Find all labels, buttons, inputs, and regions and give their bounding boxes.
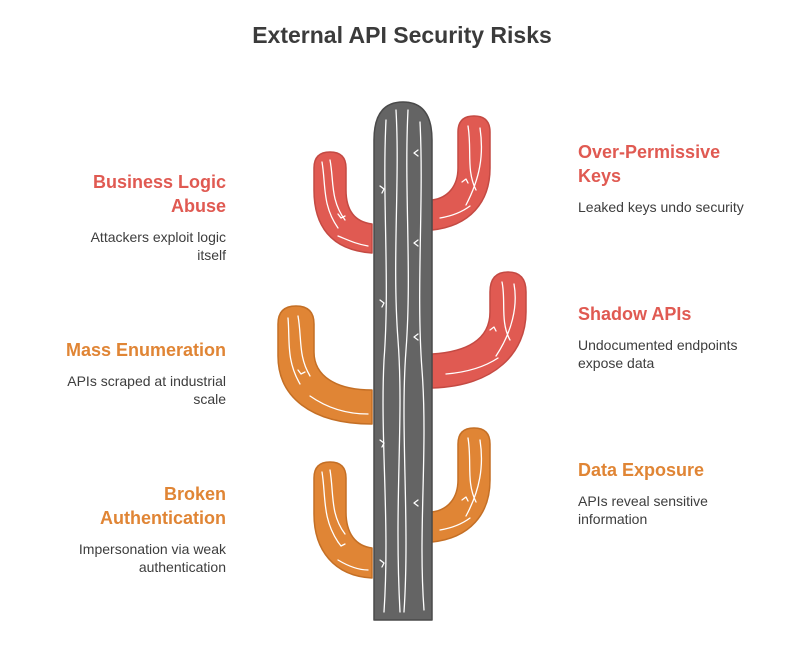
arm-shadow-apis (431, 271, 527, 389)
risk-heading: Over-Permissive Keys (578, 142, 721, 186)
risk-shadow-apis: Shadow APIs Undocumented endpoints expos… (578, 302, 768, 372)
arm-broken-authentication (313, 461, 373, 579)
risk-over-permissive-keys: Over-Permissive Keys Leaked keys undo se… (578, 140, 768, 216)
risk-data-exposure: Data Exposure APIs reveal sensitive info… (578, 458, 768, 528)
risk-description: Attackers exploit logic itself (90, 229, 226, 263)
risk-heading: Broken Authentication (100, 484, 226, 528)
risk-business-logic-abuse: Business Logic Abuse Attackers exploit l… (36, 170, 226, 264)
risk-heading: Mass Enumeration (65, 340, 226, 360)
risk-description: Undocumented endpoints expose data (578, 337, 738, 371)
risk-heading: Shadow APIs (578, 304, 692, 324)
cactus-trunk (373, 101, 433, 621)
risk-broken-authentication: Broken Authentication Impersonation via … (36, 482, 226, 576)
risk-description: APIs reveal sensitive information (578, 493, 708, 527)
arm-mass-enumeration (277, 305, 373, 425)
arm-business-logic-abuse (313, 151, 373, 254)
risk-mass-enumeration: Mass Enumeration APIs scraped at industr… (36, 338, 226, 408)
arm-data-exposure (431, 427, 491, 543)
risk-description: Leaked keys undo security (578, 199, 744, 215)
arm-over-permissive-keys (431, 115, 491, 231)
risk-heading: Data Exposure (578, 460, 705, 480)
page-title: External API Security Risks (252, 22, 552, 48)
risk-description: Impersonation via weak authentication (78, 541, 226, 575)
risk-heading: Business Logic Abuse (92, 172, 226, 216)
risk-description: APIs scraped at industrial scale (67, 373, 226, 407)
